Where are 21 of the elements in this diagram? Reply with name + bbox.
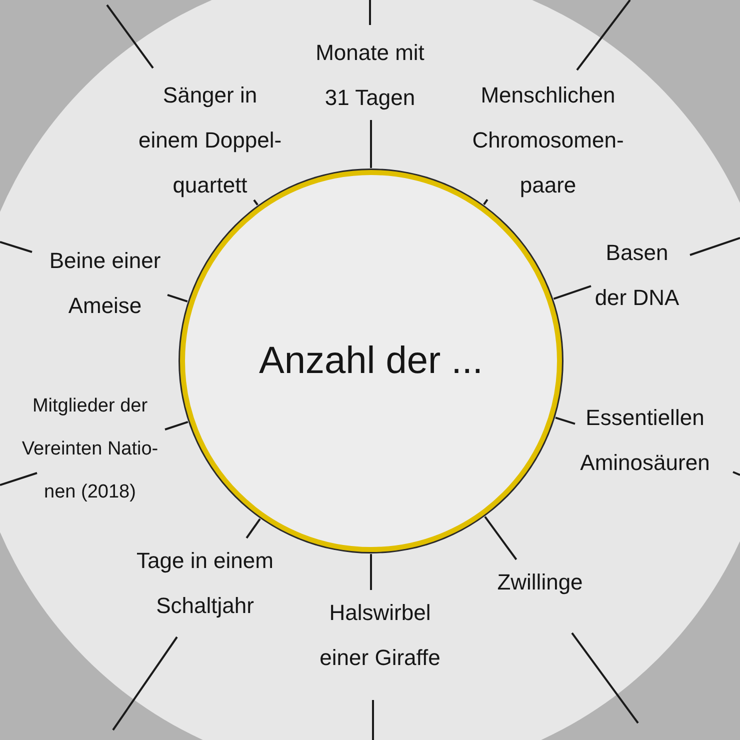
- leader-line: [164, 420, 188, 430]
- category-label: Halswirbel einer Giraffe: [315, 590, 445, 680]
- leader-line: [555, 416, 576, 425]
- category-label: Zwillinge: [480, 560, 600, 604]
- leader-line: [253, 199, 258, 206]
- category-label: Essentiellen Aminosäuren: [575, 395, 715, 485]
- category-label: Monate mit 31 Tagen: [310, 30, 430, 120]
- leader-line: [246, 518, 261, 539]
- leader-line: [370, 554, 372, 590]
- category-label: Sänger in einem Doppel- quartett: [136, 72, 284, 208]
- category-label: Mitglieder der Vereinten Natio- nen (2018): [15, 384, 165, 514]
- category-label: Basen der DNA: [591, 230, 683, 320]
- center-title: Anzahl der ...: [259, 340, 483, 382]
- leader-line: [370, 120, 372, 168]
- category-label: Menschlichen Chromosomen- paare: [470, 72, 626, 208]
- leader-line: [553, 285, 592, 300]
- leader-line: [167, 294, 188, 302]
- category-label: Beine einer Ameise: [42, 238, 168, 328]
- leader-line: [484, 516, 518, 560]
- category-label: Tage in einem Schaltjahr: [130, 538, 280, 628]
- leader-line: [483, 199, 488, 206]
